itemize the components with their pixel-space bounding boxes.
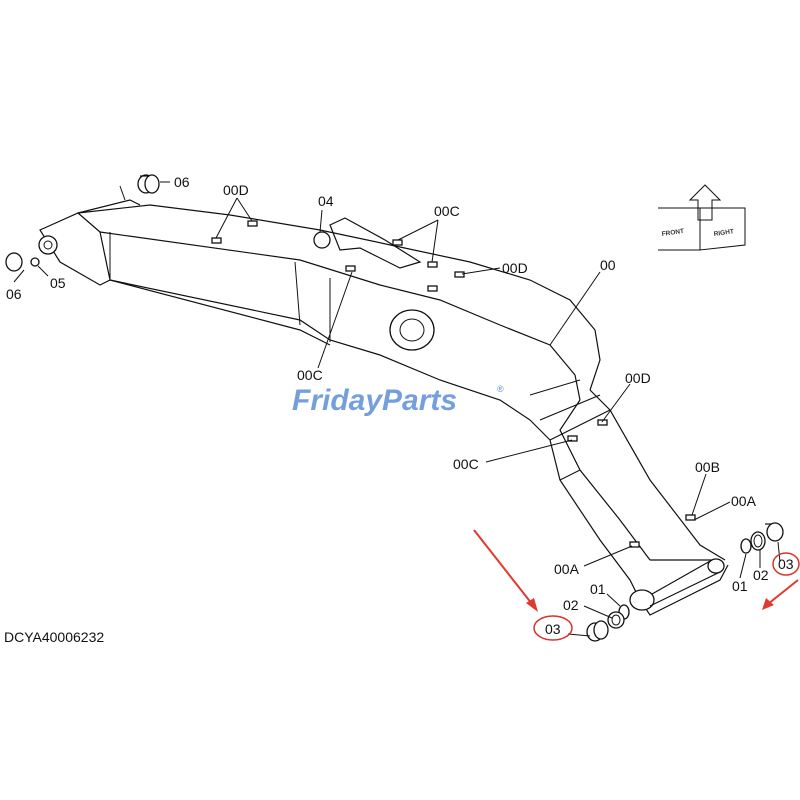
boom-body	[38, 185, 729, 616]
highlight-circle-03-right	[772, 552, 800, 576]
highlight-arrow-left	[473, 529, 533, 605]
bushing-06-top	[137, 174, 160, 194]
right-label: RIGHT	[713, 228, 734, 238]
label-00A-left: 00A	[554, 561, 580, 577]
watermark-registered: ®	[497, 384, 504, 394]
front-label: FRONT	[661, 228, 684, 238]
highlight-circle-03-left	[533, 615, 573, 641]
label-02-right: 02	[753, 567, 769, 583]
seal-02-left	[607, 611, 625, 629]
label-00D-b: 00D	[502, 260, 528, 276]
label-00D-a: 00D	[223, 182, 249, 198]
leader-lines	[13, 181, 781, 637]
label-00B: 00B	[695, 459, 720, 475]
label-01-right: 01	[732, 578, 748, 594]
highlight-annotations	[473, 529, 800, 641]
label-04: 04	[318, 193, 334, 209]
label-00C-a: 00C	[434, 203, 460, 219]
label-03-left: 03	[545, 621, 561, 637]
label-06-left: 06	[6, 286, 22, 302]
watermark: FridayParts ®	[292, 384, 504, 417]
bushing-03-right	[765, 522, 784, 542]
label-00D-c: 00D	[625, 370, 651, 386]
label-00: 00	[600, 257, 616, 273]
label-00C-c: 00C	[453, 456, 479, 472]
highlight-arrow-right	[767, 579, 799, 605]
orientation-icon: FRONT RIGHT	[658, 184, 746, 251]
label-00A-right: 00A	[731, 493, 757, 509]
label-03-right: 03	[778, 556, 794, 572]
label-05: 05	[50, 275, 66, 291]
seal-02-right	[750, 531, 766, 551]
plate-05	[30, 257, 40, 267]
bushing-06-left	[5, 252, 23, 272]
watermark-text: FridayParts	[292, 384, 457, 417]
label-02-left: 02	[563, 597, 579, 613]
part-labels: 06 06 05 04 00D 00C 00D 00 00C 00D 00C 0…	[6, 174, 794, 637]
label-06-top: 06	[174, 174, 190, 190]
ring-01-right	[740, 538, 752, 554]
label-00C-b: 00C	[297, 367, 323, 383]
label-01-left: 01	[590, 581, 606, 597]
bushing-03-left	[586, 620, 609, 642]
drawing-code: DCYA40006232	[4, 629, 104, 645]
